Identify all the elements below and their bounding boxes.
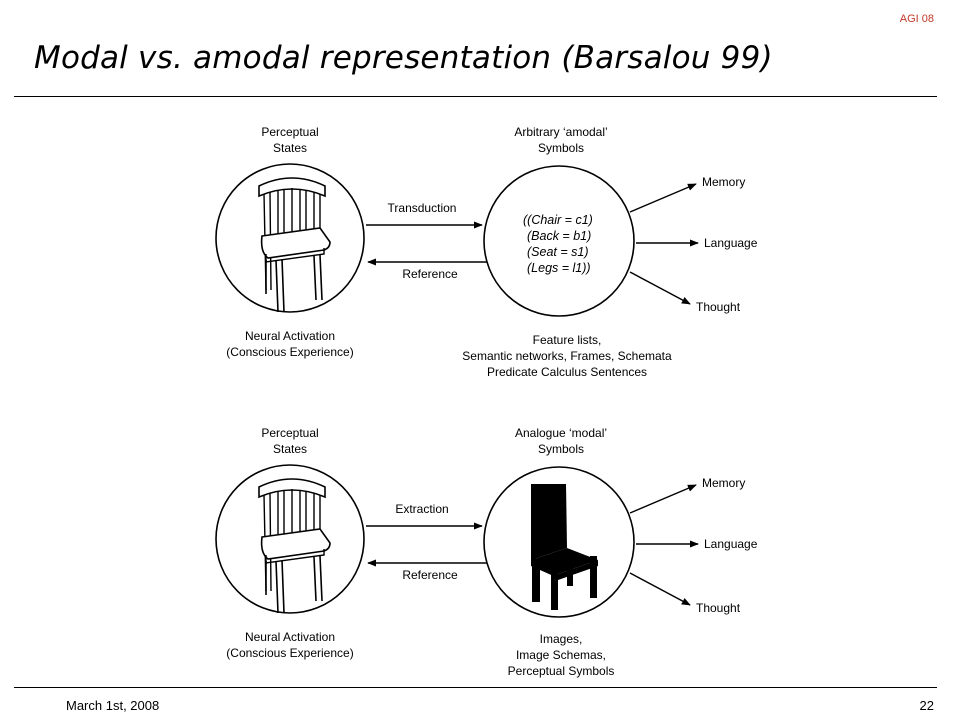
output-language: Language (704, 537, 758, 551)
output-memory: Memory (702, 476, 745, 490)
page-number: 22 (919, 698, 934, 713)
symbol-seat: (Seat = s1) (527, 245, 589, 259)
modal-right-label-2: Symbols (538, 442, 584, 456)
amodal-right-caption-2: Semantic networks, Frames, Schemata (462, 349, 672, 363)
slide-title: Modal vs. amodal representation (Barsalo… (34, 40, 773, 76)
amodal-right-caption-3: Predicate Calculus Sentences (487, 365, 647, 379)
reference-label: Reference (402, 267, 458, 281)
modal-section: Perceptual States Neural Activation (Con… (215, 426, 758, 678)
symbol-chair: ((Chair = c1) (523, 213, 593, 227)
to-thought-arrow (629, 572, 691, 606)
modal-right-caption-1: Images, (540, 632, 583, 646)
modal-right-caption-3: Perceptual Symbols (508, 664, 615, 678)
footer-date: March 1st, 2008 (66, 698, 160, 713)
header-tag: AGI 08 (899, 13, 934, 25)
modal-left-label-1: Perceptual (261, 426, 318, 440)
amodal-left-label-1: Perceptual (261, 125, 318, 139)
footer-divider (14, 687, 937, 688)
output-language: Language (704, 236, 758, 250)
symbol-legs: (Legs = l1)) (527, 261, 591, 275)
modal-left-caption-1: Neural Activation (245, 630, 335, 644)
to-thought-arrow (629, 271, 691, 305)
modal-left-label-2: States (273, 442, 307, 456)
amodal-left-caption-1: Neural Activation (245, 329, 335, 343)
amodal-left-label-2: States (273, 141, 307, 155)
to-memory-arrow (629, 183, 697, 213)
amodal-right-label-1: Arbitrary ‘amodal’ (514, 125, 607, 139)
output-thought: Thought (696, 300, 741, 314)
amodal-symbol-circle (483, 165, 635, 317)
modal-left-caption-2: (Conscious Experience) (226, 646, 353, 660)
modal-right-label-1: Analogue ‘modal’ (515, 426, 607, 440)
symbol-back: (Back = b1) (527, 229, 591, 243)
transduction-label: Transduction (388, 201, 457, 215)
amodal-section: Perceptual States Neural Activation (Con… (215, 125, 758, 379)
chair-silhouette-icon (531, 484, 598, 610)
extraction-label: Extraction (395, 502, 448, 516)
modal-right-caption-2: Image Schemas, (516, 648, 606, 662)
output-thought: Thought (696, 601, 741, 615)
amodal-left-caption-2: (Conscious Experience) (226, 345, 353, 359)
to-memory-arrow (629, 484, 697, 514)
amodal-right-caption-1: Feature lists, (533, 333, 602, 347)
reference-label: Reference (402, 568, 458, 582)
amodal-right-label-2: Symbols (538, 141, 584, 155)
output-memory: Memory (702, 175, 745, 189)
title-divider (14, 96, 937, 97)
